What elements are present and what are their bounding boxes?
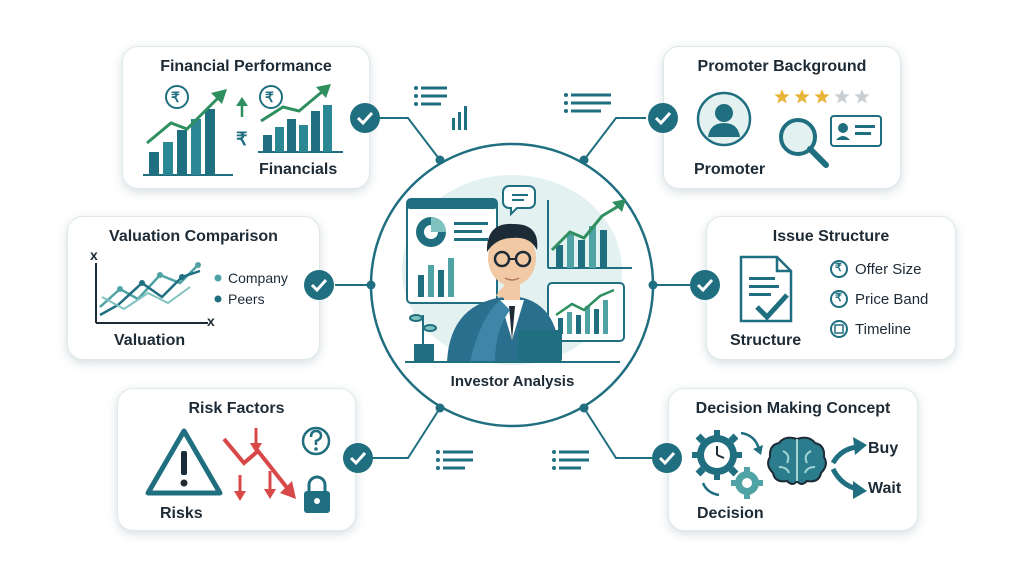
tablet-chart-icon: [547, 282, 625, 342]
growth-chart-icon: [547, 199, 632, 269]
check-icon: [343, 443, 373, 473]
card-title-valuation: Valuation Comparison: [109, 228, 278, 245]
decline-arrows-icon: [222, 426, 331, 513]
id-card-icon: [830, 115, 882, 147]
warning-triangle-icon: [145, 428, 223, 496]
card-label-risks: Risks: [160, 505, 203, 522]
card-valuation-comparison[interactable]: Valuation Comparison Valuation x x Compa…: [67, 216, 320, 360]
card-label-structure: Structure: [730, 332, 802, 349]
rupee-icon: ₹: [835, 292, 842, 304]
card-label-valuation: Valuation: [114, 332, 186, 349]
magnifier-icon: [779, 118, 829, 168]
option-wait: Wait: [868, 480, 902, 497]
card-label-promoter: Promoter: [694, 161, 766, 178]
card-financial-performance[interactable]: Financial Performance Financials ₹ ₹ ₹: [122, 46, 370, 189]
timeline-icon: [830, 320, 848, 338]
rating-stars: [774, 89, 870, 104]
chat-bubble-icon: [502, 185, 536, 217]
star-icon: [794, 89, 810, 104]
rupee-circle-icon: [830, 290, 848, 308]
plant-icon: [409, 314, 437, 362]
list-icon-tl: [414, 86, 467, 130]
card-title-promoter: Promoter Background: [697, 58, 867, 75]
investor-person-icon: [447, 223, 562, 362]
card-title-risk: Risk Factors: [188, 400, 285, 417]
card-decision-making[interactable]: Decision Making Concept Decision: [668, 388, 918, 531]
check-icon: [690, 270, 720, 300]
rupee-icon: ₹: [265, 89, 274, 105]
gears-clock-icon: [692, 430, 763, 499]
promoter-avatar-icon: [696, 91, 752, 147]
star-icon: [854, 89, 870, 104]
rupee-circle-icon: [830, 260, 848, 278]
axis-label-y: x: [90, 247, 98, 263]
check-icon: [350, 103, 380, 133]
card-label-financials: Financials: [259, 161, 338, 178]
star-icon: [814, 89, 830, 104]
list-icon-tr: [564, 93, 611, 113]
document-check-icon: [739, 255, 793, 323]
rupee-icon: ₹: [835, 262, 842, 274]
axis-label-x: x: [207, 313, 215, 329]
issue-item-price-band: Price Band: [855, 291, 929, 308]
rupee-icon: ₹: [236, 129, 248, 149]
card-promoter-background[interactable]: Promoter Background Promoter: [663, 46, 901, 189]
monitor-icon: [406, 198, 498, 304]
check-icon: [304, 270, 334, 300]
check-icon: [648, 103, 678, 133]
card-label-decision: Decision: [697, 505, 764, 522]
card-title-decision: Decision Making Concept: [695, 400, 891, 417]
star-icon: [834, 89, 850, 104]
check-icon: [652, 443, 682, 473]
card-issue-structure[interactable]: Issue Structure Structure ₹ Offer Size ₹…: [706, 216, 956, 360]
brain-icon: [767, 436, 827, 485]
legend-company: Company: [228, 270, 288, 286]
decision-arrows-icon: [830, 437, 867, 499]
star-icon: [774, 89, 790, 104]
card-title-financial: Financial Performance: [160, 58, 332, 75]
valuation-chart-icon: [95, 262, 222, 324]
center-title: Investor Analysis: [450, 373, 575, 390]
list-icon-br: [552, 450, 589, 470]
card-title-issue: Issue Structure: [772, 228, 890, 245]
list-icon-bl: [436, 450, 473, 470]
rupee-icon: ₹: [171, 89, 180, 105]
financial-charts-icon: [143, 84, 343, 176]
legend-peers: Peers: [228, 291, 265, 307]
issue-item-offer-size: Offer Size: [855, 261, 922, 278]
issue-item-timeline: Timeline: [855, 321, 912, 338]
card-risk-factors[interactable]: Risk Factors Risks: [117, 388, 356, 531]
option-buy: Buy: [868, 440, 899, 457]
